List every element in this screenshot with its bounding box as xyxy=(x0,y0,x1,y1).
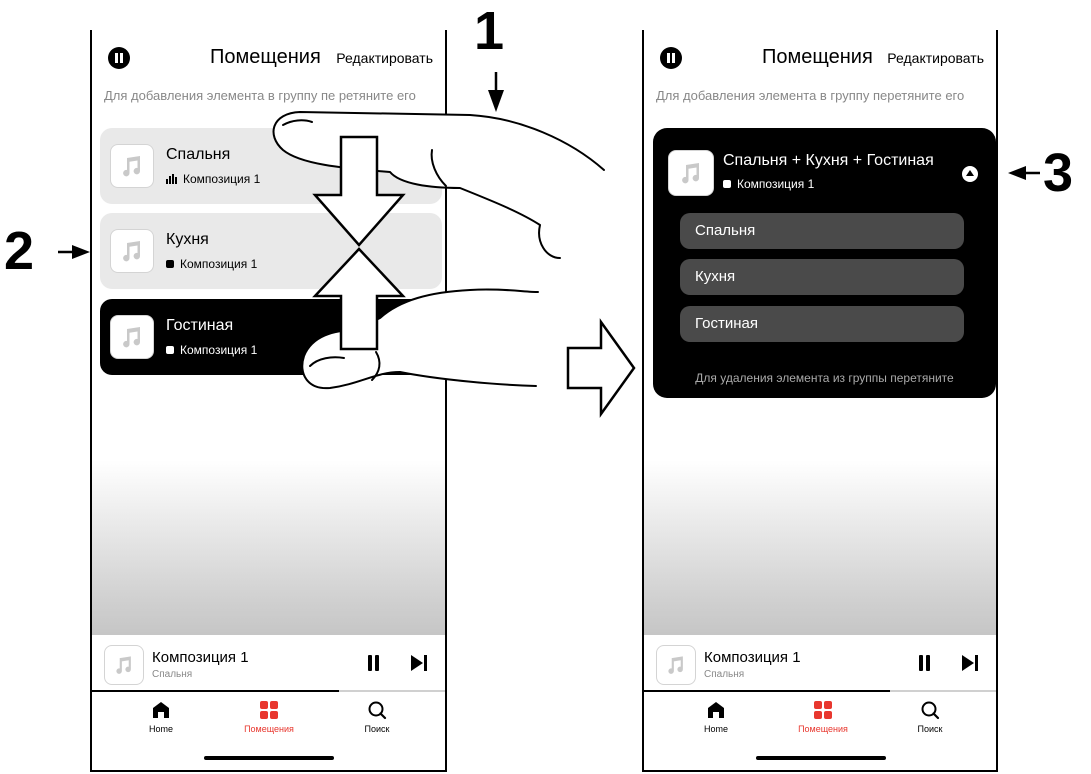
page-title: Помещения xyxy=(762,46,873,68)
background-fade xyxy=(92,460,445,665)
music-note-icon xyxy=(123,327,141,348)
pause-icon[interactable] xyxy=(918,655,932,671)
tab-label: Home xyxy=(703,724,728,734)
music-note-icon xyxy=(682,163,700,184)
music-note-icon xyxy=(123,241,141,262)
album-art xyxy=(656,645,696,685)
now-playing-bar[interactable]: Композиция 1 Спальня xyxy=(92,635,445,691)
rooms-icon xyxy=(814,701,832,719)
tab-home[interactable]: Home xyxy=(116,700,206,734)
room-card-living-room[interactable]: Гостиная Композиция 1 xyxy=(100,299,442,375)
room-card-bedroom[interactable]: Спальня Композиция 1 xyxy=(100,128,442,204)
album-art xyxy=(110,229,154,273)
rooms-icon xyxy=(260,701,278,719)
tab-label: Поиск xyxy=(917,724,943,734)
header: Помещения Редактировать xyxy=(644,42,996,76)
ungroup-hint-text: Для удаления элемента из группы перетяни… xyxy=(695,371,954,385)
home-icon xyxy=(708,702,724,718)
group-hint-text: Для добавления элемента в группу перетян… xyxy=(656,88,965,103)
tab-label: Home xyxy=(148,724,173,734)
progress-bar xyxy=(92,690,340,692)
skip-next-icon[interactable] xyxy=(411,655,429,671)
callout-1: 1 xyxy=(474,1,505,61)
room-name: Гостиная xyxy=(166,317,234,334)
track-title: Композиция 1 xyxy=(183,172,261,186)
tab-rooms[interactable]: Помещения xyxy=(224,700,314,734)
left-phone-screen: Помещения Редактировать Для добавления э… xyxy=(90,30,447,772)
tab-rooms[interactable]: Помещения xyxy=(778,700,868,734)
search-icon xyxy=(368,701,387,720)
room-name: Кухня xyxy=(166,231,209,248)
pause-all-icon[interactable] xyxy=(108,47,130,69)
room-track: Композиция 1 xyxy=(166,172,260,186)
track-title: Композиция 1 xyxy=(737,177,815,191)
room-track: Композиция 1 xyxy=(166,343,257,357)
skip-next-icon[interactable] xyxy=(962,655,980,671)
pause-all-icon[interactable] xyxy=(660,47,682,69)
stop-icon xyxy=(166,260,174,268)
transition-arrow-icon xyxy=(566,318,636,418)
edit-button[interactable]: Редактировать xyxy=(887,50,984,66)
player-room-name: Спальня xyxy=(704,669,745,680)
background-fade xyxy=(644,460,996,665)
tab-home[interactable]: Home xyxy=(671,700,761,734)
home-indicator xyxy=(204,756,334,760)
room-track: Композиция 1 xyxy=(166,257,257,271)
group-member[interactable]: Кухня xyxy=(680,259,964,295)
music-note-icon xyxy=(668,656,683,674)
page-title: Помещения xyxy=(210,46,321,68)
tab-label: Помещения xyxy=(244,724,294,734)
room-group-card[interactable]: Спальня + Кухня + Гостиная Композиция 1 … xyxy=(653,128,996,398)
equalizer-icon xyxy=(166,174,177,184)
album-art xyxy=(110,315,154,359)
track-title: Композиция 1 xyxy=(180,343,258,357)
home-indicator xyxy=(756,756,886,760)
tab-search[interactable]: Поиск xyxy=(332,700,422,734)
callout-3: 3 xyxy=(1043,143,1074,203)
room-name: Спальня xyxy=(166,146,231,163)
player-track-title: Композиция 1 xyxy=(152,649,249,666)
tab-bar: Home Помещения Поиск xyxy=(644,692,996,770)
music-note-icon xyxy=(123,156,141,177)
group-member[interactable]: Гостиная xyxy=(680,306,964,342)
group-track: Композиция 1 xyxy=(723,177,814,191)
home-icon xyxy=(153,702,169,718)
player-track-title: Композиция 1 xyxy=(704,649,801,666)
now-playing-bar[interactable]: Композиция 1 Спальня xyxy=(644,635,996,691)
tab-search[interactable]: Поиск xyxy=(885,700,975,734)
collapse-icon[interactable] xyxy=(962,166,978,182)
group-hint-text: Для добавления элемента в группу пе ретя… xyxy=(104,88,416,103)
music-note-icon xyxy=(116,656,131,674)
album-art xyxy=(110,144,154,188)
header: Помещения Редактировать xyxy=(92,42,445,76)
edit-button[interactable]: Редактировать xyxy=(336,50,433,66)
tab-label: Помещения xyxy=(798,724,848,734)
group-name: Спальня + Кухня + Гостиная xyxy=(723,152,934,169)
group-member[interactable]: Спальня xyxy=(680,213,964,249)
callout-2: 2 xyxy=(4,221,35,281)
tab-bar: Home Помещения Поиск xyxy=(92,692,445,770)
track-title: Композиция 1 xyxy=(180,257,258,271)
stop-icon xyxy=(166,346,174,354)
progress-bar xyxy=(644,690,891,692)
right-phone-screen: Помещения Редактировать Для добавления э… xyxy=(642,30,998,772)
search-icon xyxy=(921,701,940,720)
player-room-name: Спальня xyxy=(152,669,193,680)
pause-icon[interactable] xyxy=(367,655,381,671)
room-card-kitchen[interactable]: Кухня Композиция 1 xyxy=(100,213,442,289)
album-art xyxy=(104,645,144,685)
stop-icon xyxy=(723,180,731,188)
tab-label: Поиск xyxy=(364,724,390,734)
album-art xyxy=(668,150,714,196)
